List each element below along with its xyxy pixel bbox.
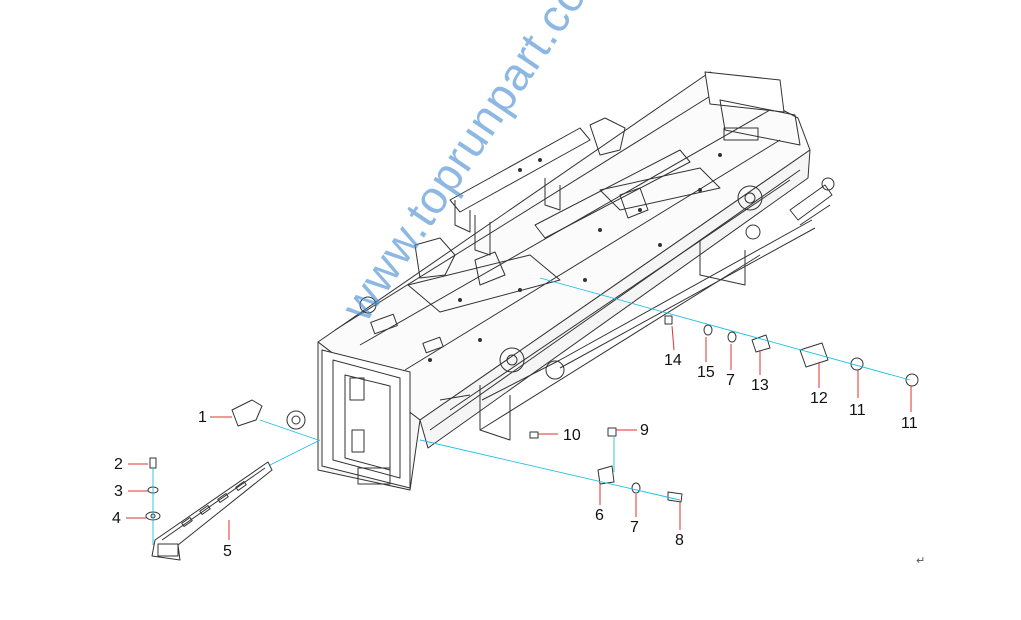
callout-13: 13 bbox=[751, 377, 769, 394]
callout-11-left: 11 bbox=[849, 402, 866, 419]
callout-10: 10 bbox=[563, 427, 581, 444]
callout-6: 6 bbox=[595, 507, 604, 524]
paragraph-return-mark: ↵ bbox=[916, 554, 926, 567]
callout-14: 14 bbox=[664, 352, 682, 369]
callout-11-right: 11 bbox=[901, 415, 918, 432]
callout-12: 12 bbox=[810, 390, 828, 407]
callout-3: 3 bbox=[114, 483, 123, 500]
callout-5: 5 bbox=[223, 543, 232, 560]
callout-2: 2 bbox=[114, 456, 123, 473]
callout-leader-lines bbox=[126, 325, 912, 540]
callout-7-lower: 7 bbox=[630, 519, 639, 536]
callout-1: 1 bbox=[198, 409, 207, 426]
part-1-block bbox=[231, 399, 263, 427]
assembly-leader-lines bbox=[152, 277, 911, 545]
callout-4: 4 bbox=[112, 510, 121, 527]
callout-7-upper: 7 bbox=[726, 372, 735, 389]
callout-9: 9 bbox=[640, 422, 649, 439]
callout-8: 8 bbox=[675, 532, 684, 549]
callout-15: 15 bbox=[697, 364, 715, 381]
part-5-rail bbox=[151, 461, 273, 561]
